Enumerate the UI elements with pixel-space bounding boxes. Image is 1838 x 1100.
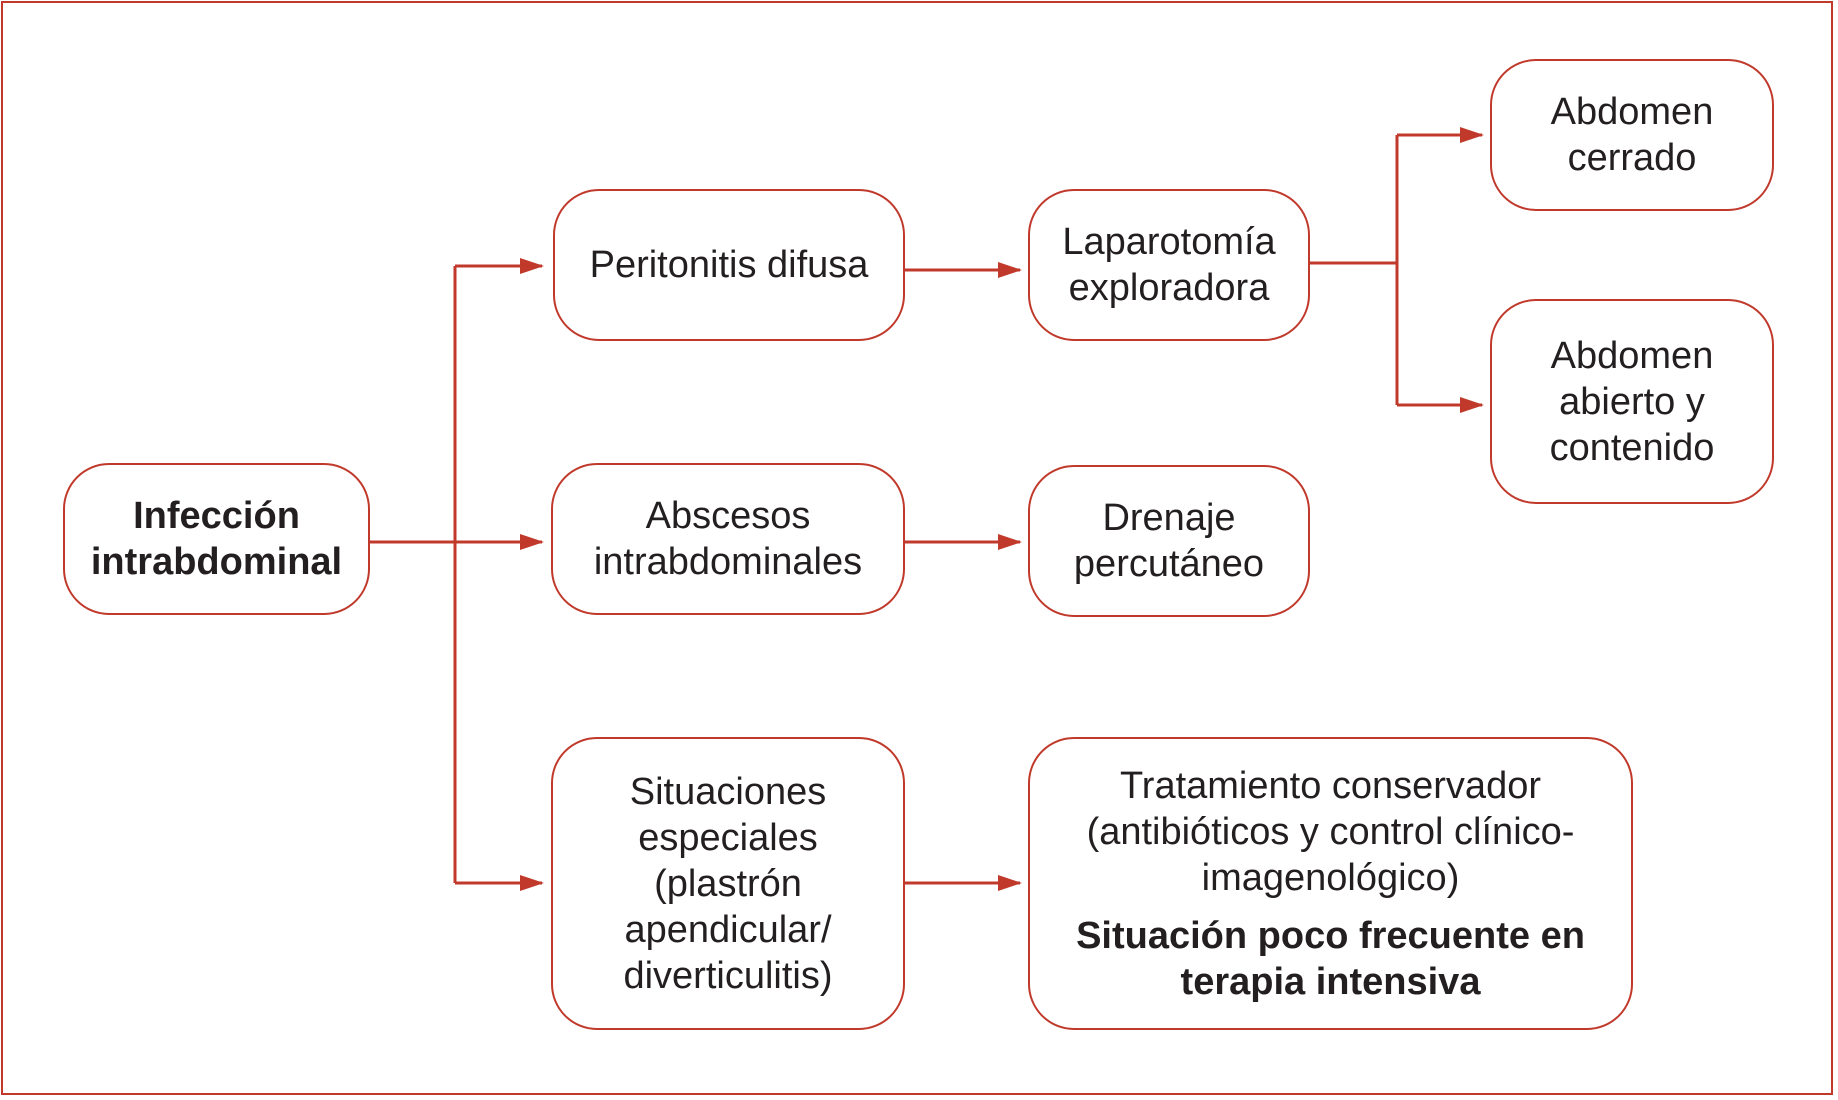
- node-line: cerrado: [1567, 137, 1697, 179]
- node-line: diverticulitis): [623, 954, 833, 997]
- node-line: (antibióticos y control clínico-: [1086, 810, 1575, 853]
- node-line: contenido: [1549, 426, 1715, 469]
- node-line: Infección: [133, 495, 300, 537]
- node-line: Peritonitis difusa: [589, 244, 869, 286]
- node-line: imagenológico): [1201, 856, 1460, 899]
- node-line: intrabdominal: [90, 541, 343, 583]
- node-line: Situaciones: [629, 770, 827, 813]
- node-line: Abdomen: [1550, 91, 1714, 133]
- node-line: apendicular/: [624, 908, 832, 951]
- node-line: intrabdominales: [593, 541, 863, 583]
- node-line: abierto y: [1559, 380, 1705, 423]
- node-laparotomia-exploradora: Laparotomía exploradora: [1028, 189, 1310, 341]
- node-line: Laparotomía: [1062, 221, 1276, 263]
- node-line: Drenaje: [1102, 497, 1236, 539]
- node-abscesos-intrabdominales: Abscesos intrabdominales: [551, 463, 905, 615]
- node-line: percutáneo: [1073, 543, 1265, 585]
- node-infeccion-intrabdominal: Infección intrabdominal: [63, 463, 370, 615]
- node-line: exploradora: [1068, 267, 1270, 309]
- node-situaciones-especiales: Situaciones especiales (plastrón apendic…: [551, 737, 905, 1030]
- node-peritonitis-difusa: Peritonitis difusa: [553, 189, 905, 341]
- node-tratamiento-conservador: Tratamiento conservador (antibióticos y …: [1028, 737, 1633, 1030]
- node-line: Abscesos: [645, 495, 811, 537]
- node-drenaje-percutaneo: Drenaje percutáneo: [1028, 465, 1310, 617]
- node-note-line: terapia intensiva: [1180, 960, 1481, 1003]
- node-line: (plastrón: [654, 862, 802, 905]
- node-line: Abdomen: [1550, 334, 1714, 377]
- node-note-line: Situación poco frecuente en: [1076, 914, 1585, 957]
- node-line: especiales: [638, 816, 818, 859]
- node-abdomen-abierto: Abdomen abierto y contenido: [1490, 299, 1774, 504]
- node-abdomen-cerrado: Abdomen cerrado: [1490, 59, 1774, 211]
- node-line: Tratamiento conservador: [1119, 764, 1541, 807]
